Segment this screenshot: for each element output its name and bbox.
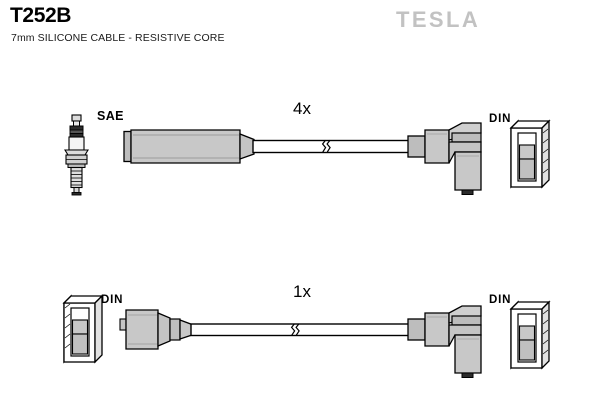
row-1-assembly bbox=[64, 114, 551, 196]
din-terminal-icon-row-2-right bbox=[509, 300, 551, 370]
din-terminal-icon-row-2-left bbox=[62, 294, 104, 364]
right-angle-distributor-connector-row-2 bbox=[407, 305, 482, 378]
brand-logo: TESLA bbox=[396, 7, 481, 32]
cable-break-symbol-row-2 bbox=[290, 323, 300, 336]
page-title: T252B bbox=[10, 4, 72, 27]
quantity-label-row-2: 1x bbox=[293, 282, 311, 301]
cable-run-row-1 bbox=[252, 139, 411, 154]
label-din-row-2-right: DIN bbox=[489, 294, 512, 306]
label-din-row-2-left: DIN bbox=[101, 294, 124, 306]
label-sae: SAE bbox=[97, 109, 124, 123]
din-terminal-icon-row-1 bbox=[509, 119, 551, 189]
cable-run-row-2 bbox=[190, 323, 411, 337]
right-angle-distributor-connector-row-1 bbox=[407, 122, 482, 195]
cable-break-symbol bbox=[321, 139, 331, 153]
straight-coil-connector bbox=[119, 309, 193, 350]
label-din-row-1-right: DIN bbox=[489, 113, 512, 125]
spark-plug-boot bbox=[123, 129, 255, 164]
spark-plug-icon bbox=[64, 114, 89, 196]
page-subtitle: 7mm SILICONE CABLE - RESISTIVE CORE bbox=[11, 32, 225, 44]
quantity-label-row-1: 4x bbox=[293, 99, 311, 118]
row-2-assembly bbox=[62, 294, 551, 378]
